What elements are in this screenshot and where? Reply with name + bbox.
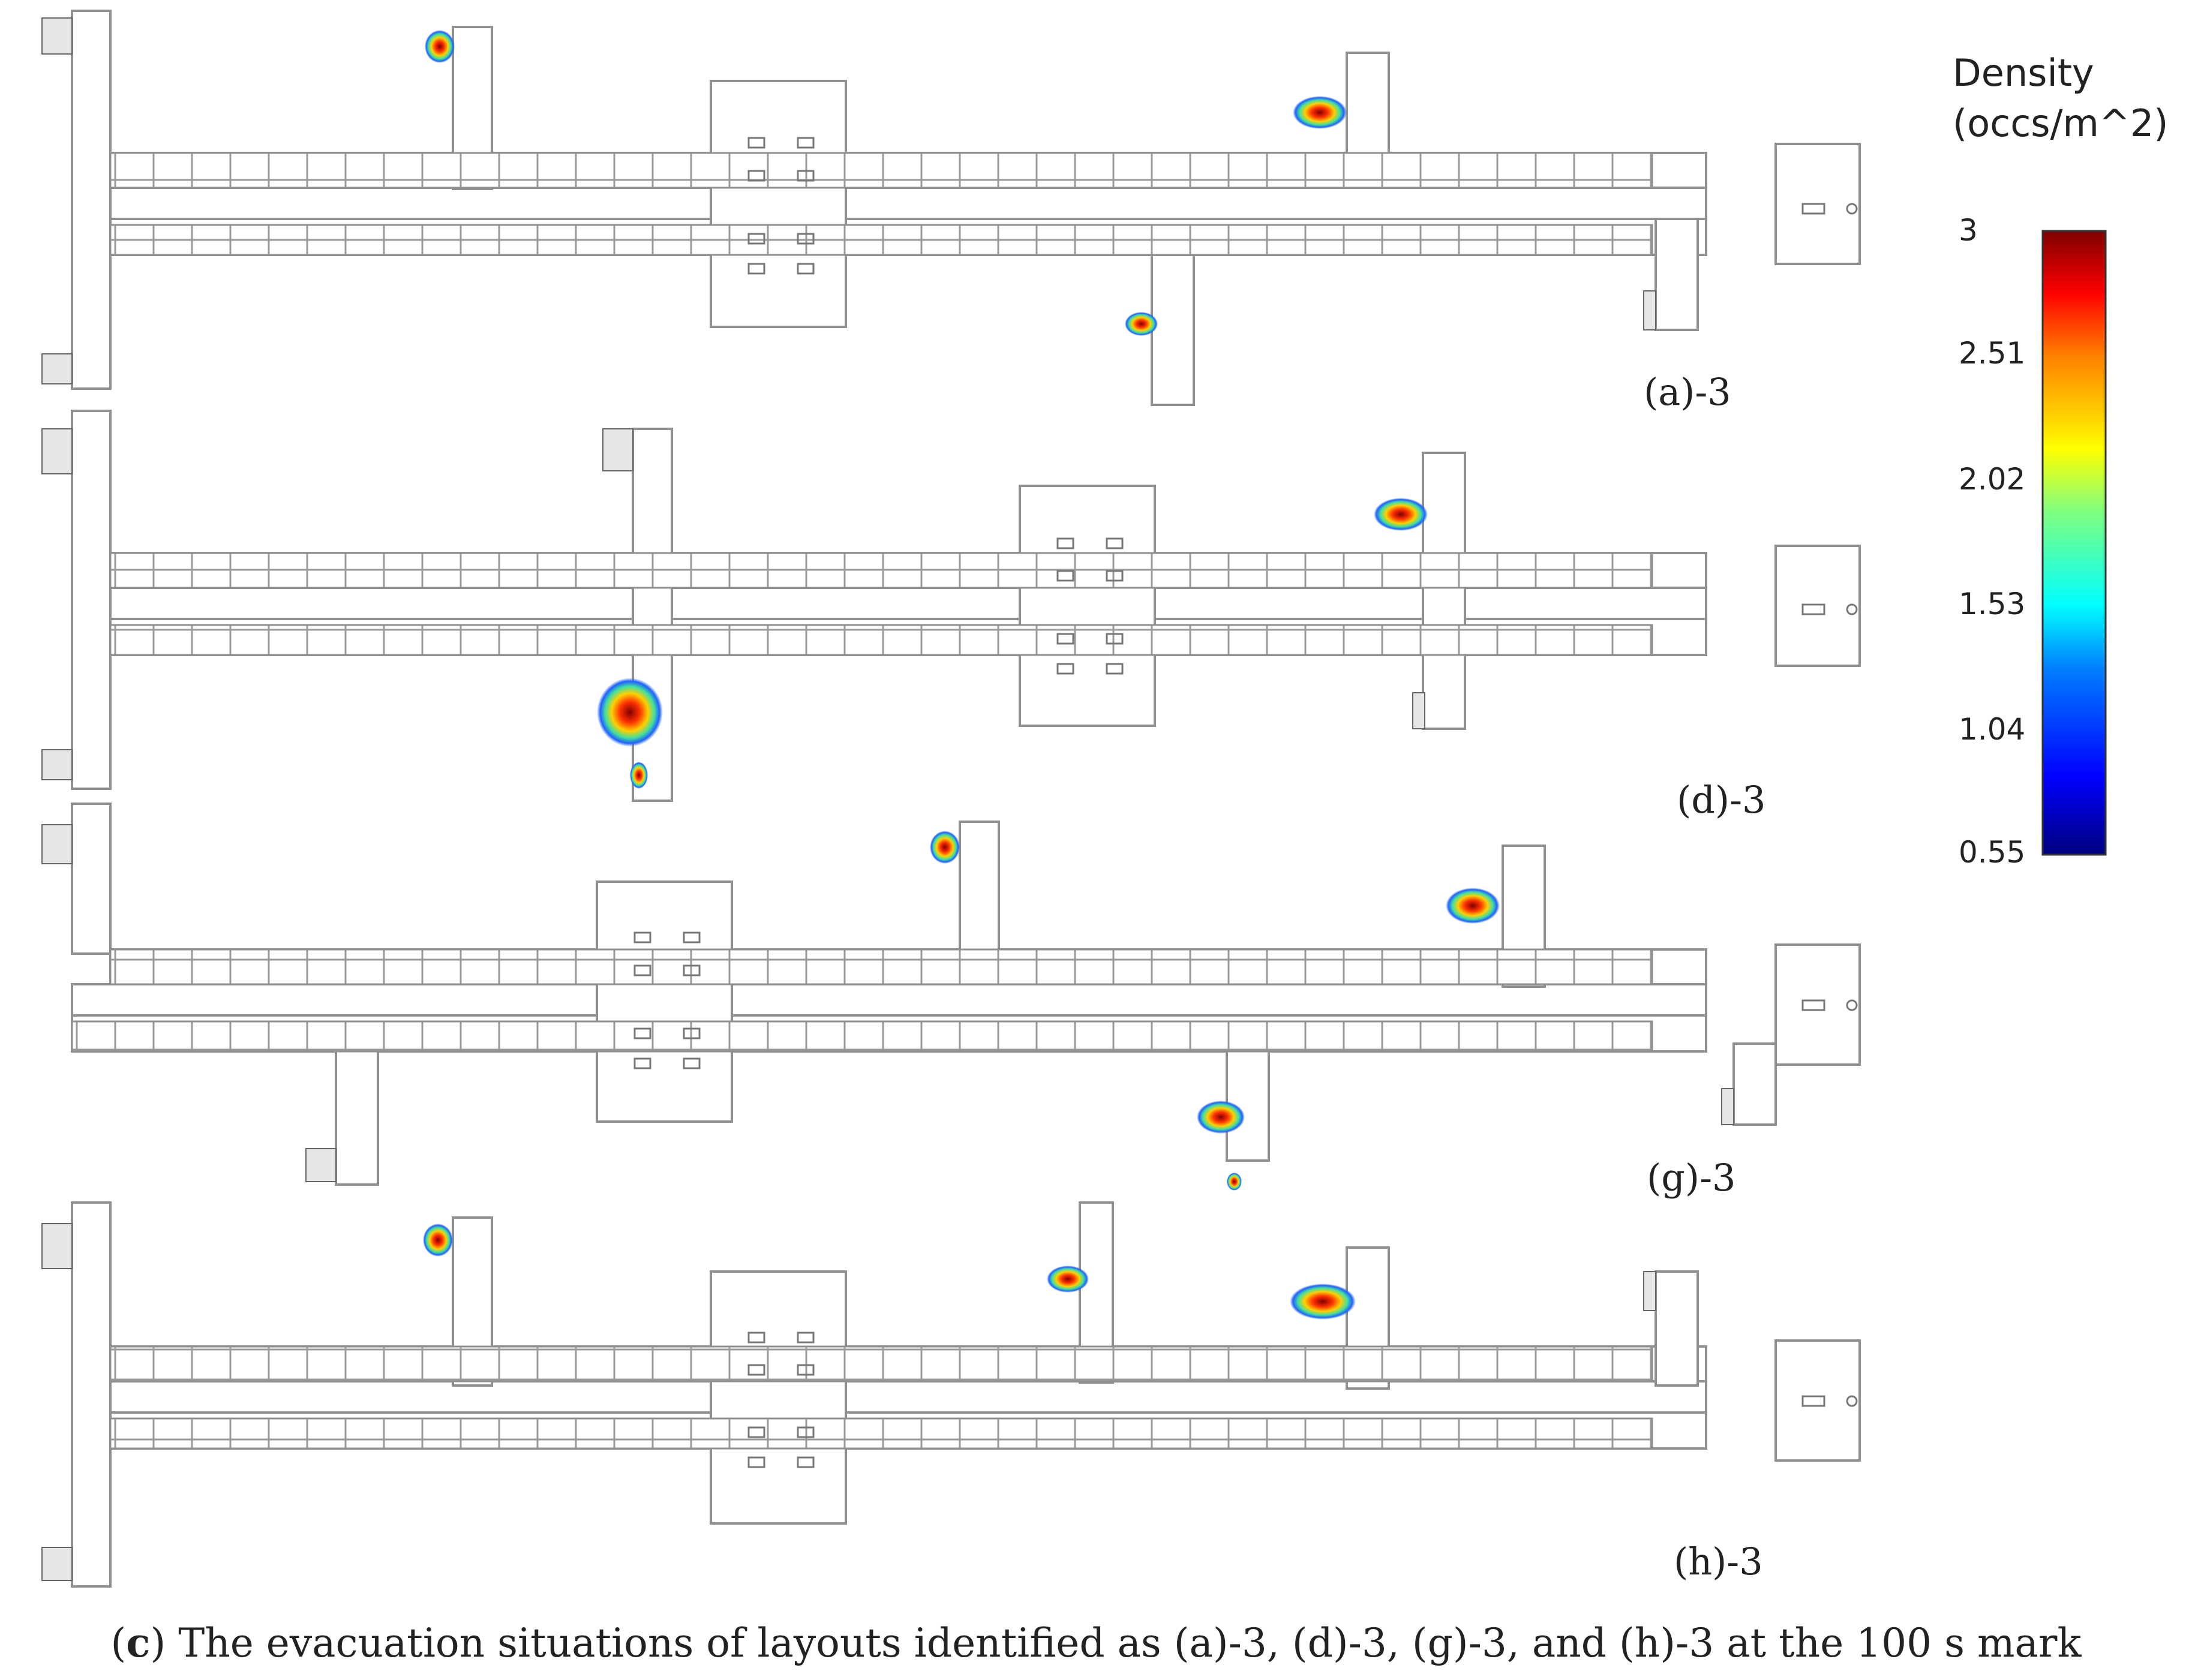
panel-label: (a)-3 xyxy=(1644,370,1731,414)
crowd-hotspot xyxy=(423,1224,1356,1320)
crowd-hotspot xyxy=(425,30,1347,336)
colorbar-title-line2: (occs/m^2) xyxy=(1953,101,2169,145)
caption-text: The evacuation situations of layouts ide… xyxy=(166,1620,2082,1666)
crowd-hotspot xyxy=(597,498,1428,789)
layout-panel-d3: (d)-3 xyxy=(41,410,1861,822)
colorbar-title: Density (occs/m^2) xyxy=(1953,48,2192,149)
layout-panel-g3: (g)-3 xyxy=(41,803,1861,1200)
panel-label: (g)-3 xyxy=(1647,1156,1735,1200)
layout-panel-a3: (a)-3 xyxy=(41,10,1861,414)
colorbar-tick: 2.51 xyxy=(1959,336,2026,371)
caption-open: ( xyxy=(110,1620,127,1666)
colorbar-title-line1: Density xyxy=(1953,51,2094,95)
caption-close: ) xyxy=(150,1620,166,1666)
panel-label: (h)-3 xyxy=(1674,1540,1763,1583)
colorbar-tick: 1.53 xyxy=(1959,587,2026,621)
layout-panel-h3: (h)-3 xyxy=(41,1201,1861,1588)
density-colorbar xyxy=(2041,230,2107,856)
caption-letter: c xyxy=(126,1619,151,1666)
crowd-hotspot xyxy=(930,831,1500,1191)
panel-label: (d)-3 xyxy=(1677,778,1765,822)
colorbar-tick: 2.02 xyxy=(1959,462,2026,497)
colorbar-tick: 0.55 xyxy=(1959,835,2026,870)
figure-caption: (c) The evacuation situations of layouts… xyxy=(0,1619,2192,1666)
colorbar-tick: 3 xyxy=(1959,213,1978,248)
colorbar-tick: 1.04 xyxy=(1959,712,2026,747)
